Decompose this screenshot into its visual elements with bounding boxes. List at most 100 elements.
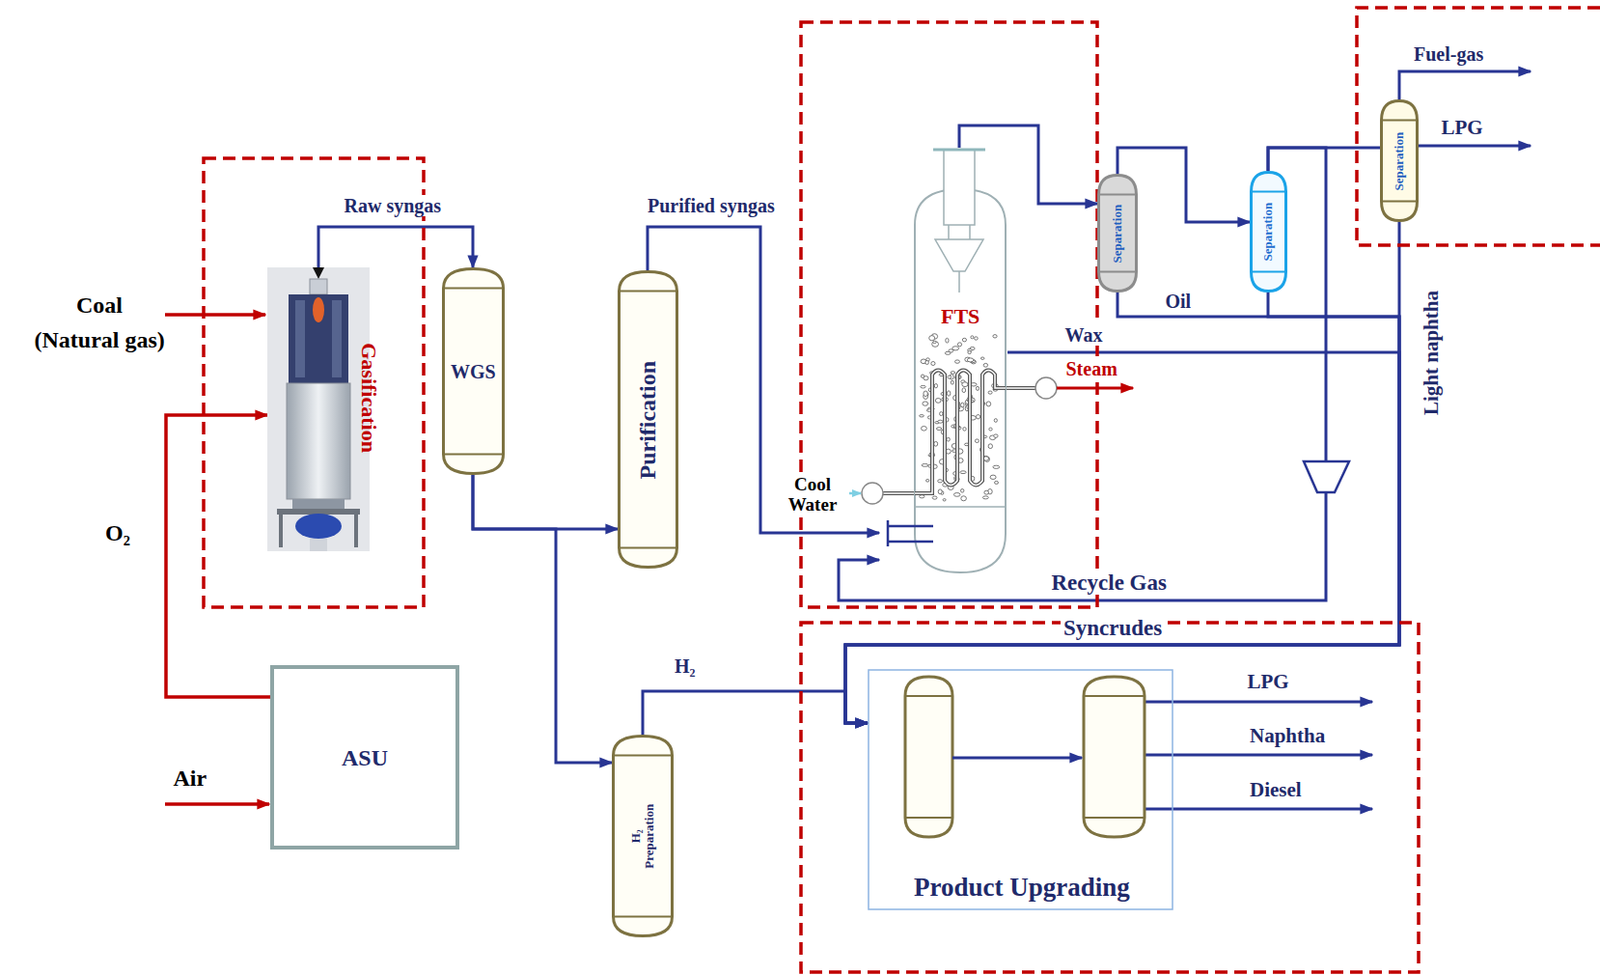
steam-arrow	[1056, 386, 1133, 390]
gasifier-stripe	[295, 300, 305, 378]
separation-region	[1356, 7, 1600, 246]
catalyst-particle	[920, 385, 926, 388]
flow-label: Oil	[1165, 290, 1192, 312]
catalyst-particle	[921, 464, 929, 468]
vessel-seam	[1083, 695, 1145, 818]
catalyst-particle	[950, 371, 956, 375]
coal-feed-arrow	[165, 312, 266, 317]
catalyst-particle	[961, 489, 965, 494]
node-label: FTS	[940, 304, 980, 329]
process-box: ASU	[270, 664, 460, 850]
gasifier-stripe	[331, 300, 342, 378]
catalyst-particle	[974, 336, 979, 340]
catalyst-particle	[932, 496, 938, 499]
catalyst-particle	[919, 414, 925, 417]
catalyst-particle	[950, 380, 954, 385]
stream-label: Air	[173, 765, 208, 791]
flow-line	[647, 226, 880, 533]
catalyst-particle	[990, 474, 996, 479]
catalyst-particle	[962, 337, 966, 342]
catalyst-particle	[966, 358, 974, 362]
catalyst-particle	[963, 427, 966, 432]
catalyst-particle	[922, 401, 929, 406]
gasifier-upper	[288, 294, 349, 384]
process-vessel: Purification	[617, 270, 679, 569]
catalyst-particle	[962, 387, 966, 393]
lpg-product-arrow	[1144, 700, 1373, 704]
catalyst-particle	[933, 340, 937, 343]
catalyst-particle	[944, 351, 951, 355]
separator-vessel: Separation	[1097, 173, 1138, 293]
node-label: WGS	[450, 360, 497, 383]
node-shape	[879, 147, 1008, 577]
catalyst-particle	[919, 495, 925, 498]
catalyst-particle	[961, 496, 967, 501]
catalyst-particle	[947, 375, 952, 379]
catalyst-particle	[921, 426, 928, 432]
gasifier-inlet	[312, 267, 325, 279]
upgrading-outline	[868, 669, 1173, 910]
slag-bowl	[295, 513, 342, 539]
catalyst-particle	[975, 386, 979, 390]
gas-grid	[914, 505, 1006, 508]
cool-water-valve	[861, 482, 883, 504]
vessel-seam	[613, 755, 673, 917]
catalyst-particle	[984, 490, 990, 495]
gasifier-leg	[278, 514, 283, 548]
fts-region	[800, 22, 1098, 607]
burner-flame	[312, 297, 325, 323]
flow-line	[165, 414, 271, 697]
flow-line	[838, 147, 1326, 601]
flow-label: Light naphtha	[1419, 290, 1442, 415]
flow-line	[472, 474, 618, 529]
catalyst-particle	[980, 357, 985, 359]
cyclone-separator	[935, 224, 984, 293]
reactor-shell	[914, 189, 1006, 573]
catalyst-particle	[945, 337, 949, 343]
fts-reactor: FTS	[879, 147, 1008, 577]
naphtha-product-arrow	[1144, 753, 1373, 757]
steam-valve	[1035, 377, 1057, 399]
catalyst-particle	[976, 414, 981, 419]
node-label: Product Upgrading	[913, 873, 1131, 903]
catalyst-particle	[932, 341, 939, 348]
process-vessel: WGS	[441, 267, 505, 475]
flow-label: Wax	[1062, 324, 1106, 346]
node-label: Separation	[1110, 203, 1125, 263]
compressor-symbol	[1303, 461, 1350, 493]
flow-label: Purified syngas	[647, 194, 775, 217]
gasification-region	[203, 158, 424, 607]
box-outline	[272, 666, 458, 848]
separator-vessel: Separation	[1379, 99, 1419, 222]
node-label: Purification	[634, 359, 661, 479]
cool-water-arrow	[849, 492, 861, 496]
vessel-shell	[1381, 101, 1418, 221]
flow-line	[1268, 147, 1380, 171]
stream-label: Coal	[76, 292, 123, 318]
catalyst-particle	[993, 334, 997, 338]
air-feed-arrow	[165, 801, 270, 806]
catalyst-particle	[967, 350, 971, 354]
stream-label: Naphtha	[1249, 724, 1325, 747]
catalyst-particle	[942, 498, 946, 501]
catalyst-particle	[946, 437, 950, 442]
gasifier-unit: Gasification	[267, 267, 382, 552]
catalyst-particle	[957, 342, 962, 347]
internal-flow	[952, 756, 1082, 760]
node-label: ASU	[341, 744, 388, 771]
catalyst-particle	[988, 443, 993, 449]
process-vessel: H₂ Preparation	[611, 734, 674, 938]
stream-label: Fuel-gas	[1413, 43, 1484, 65]
flow-label: H₂	[674, 655, 696, 677]
fuel-gas-arrow	[1399, 71, 1531, 100]
catalyst-particle	[929, 335, 936, 341]
flow-label: Raw syngas	[341, 194, 445, 217]
catalyst-particle	[937, 419, 943, 423]
gasifier-leg	[354, 514, 359, 548]
catalyst-particle	[970, 335, 974, 339]
gasifier-body	[286, 383, 351, 499]
photo-ground	[267, 267, 370, 552]
catalyst-particle	[946, 390, 950, 396]
nozzle-cap	[933, 148, 986, 152]
